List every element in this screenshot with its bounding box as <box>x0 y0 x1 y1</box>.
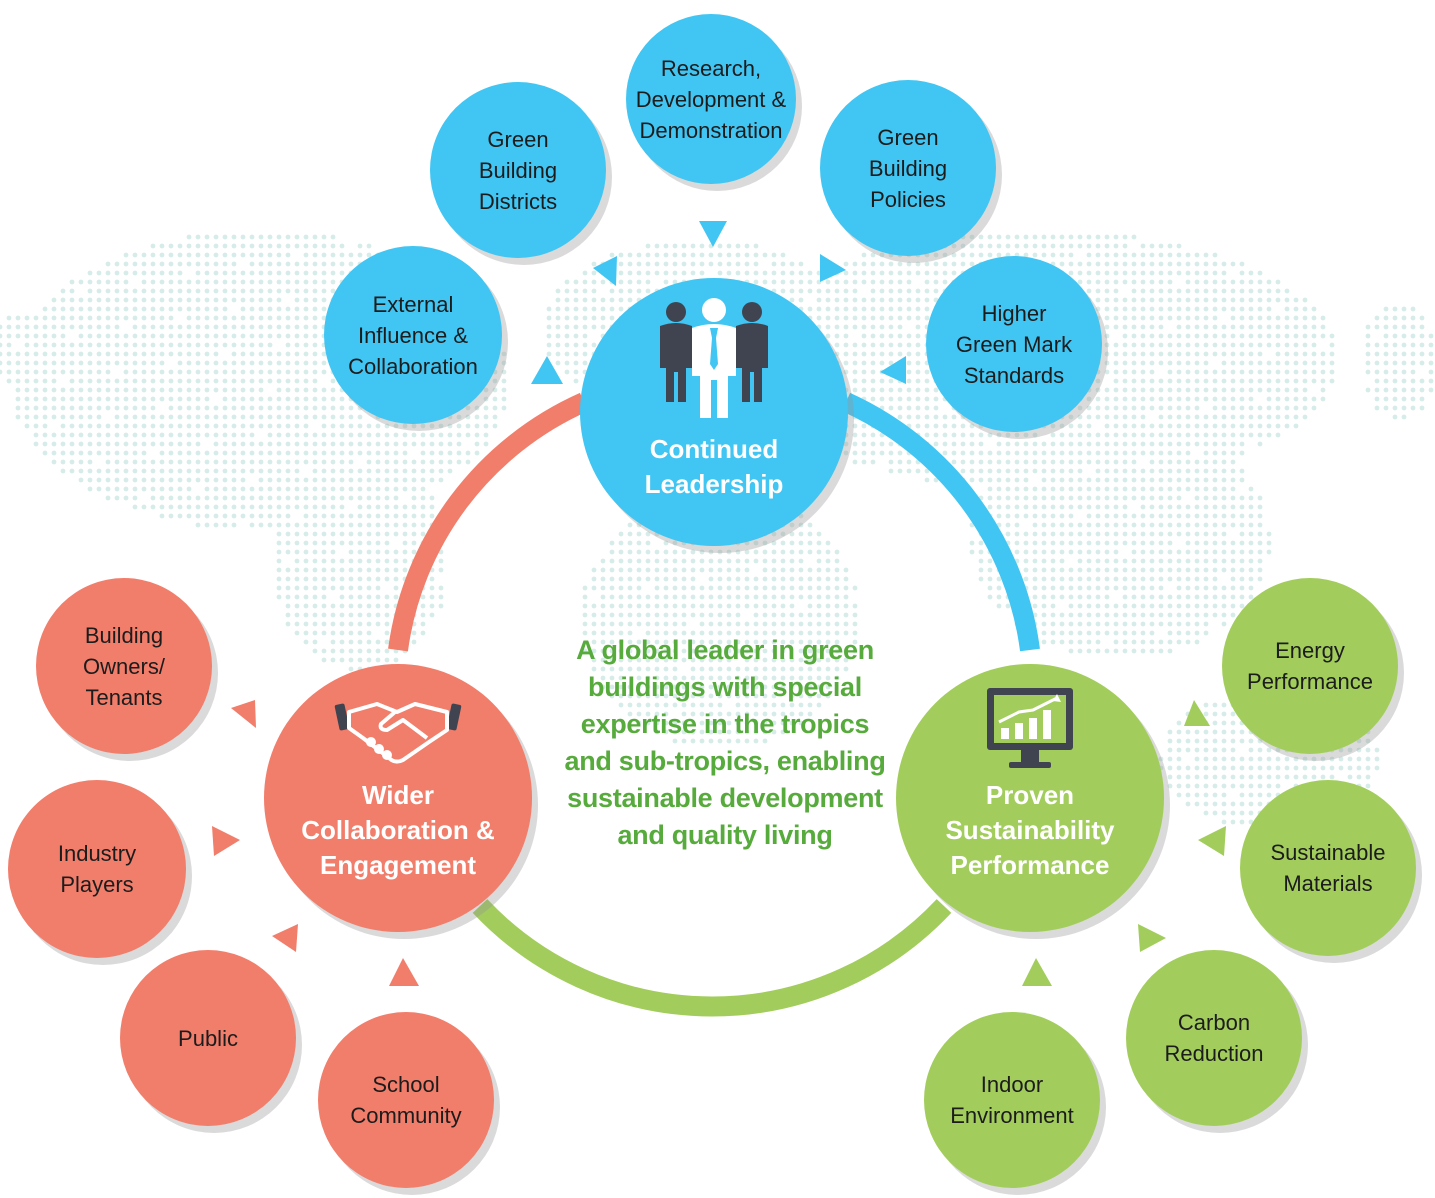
arrow-icon <box>1198 826 1226 856</box>
item-label: Energy Performance <box>1247 638 1373 694</box>
collaboration-item-industry: Industry Players <box>8 780 186 958</box>
item-label: Carbon Reduction <box>1164 1010 1264 1066</box>
arrow-icon <box>231 700 256 728</box>
collaboration-item-school: School Community <box>318 1012 494 1188</box>
item-label: Indoor Environment <box>950 1072 1074 1128</box>
hub-sustainability-label: Proven Sustainability Performance <box>945 780 1115 880</box>
arrow-icon <box>880 356 906 384</box>
hub-collaboration: Wider Collaboration & Engagement <box>264 664 532 932</box>
item-label: Public <box>178 1025 238 1051</box>
item-label: Research, Development & Demonstration <box>635 55 787 143</box>
item-label: Green Building Districts <box>478 126 558 214</box>
item-label: Green Building Policies <box>868 124 948 212</box>
sustainability-item-energy: Energy Performance <box>1222 578 1398 754</box>
arrow-icon <box>699 221 727 247</box>
item-label: School Community <box>350 1072 462 1128</box>
collaboration-item-owners: Building Owners/ Tenants <box>36 578 212 754</box>
handshake-icon <box>334 702 462 764</box>
arrow-icon <box>1138 924 1166 952</box>
item-label: Building Owners/ Tenants <box>83 622 165 710</box>
arrow-icon <box>593 256 617 286</box>
arrow-icon <box>212 826 240 856</box>
ring-arc-blue <box>841 392 1040 652</box>
item-label: External Influence & Collaboration <box>348 291 478 379</box>
leadership-item-standards: Higher Green Mark Standards <box>926 256 1102 432</box>
ring-arc-red <box>388 392 589 652</box>
arrow-icon <box>1022 958 1052 986</box>
leadership-item-external: External Influence & Collaboration <box>324 246 502 424</box>
arrow-icon <box>820 254 846 282</box>
item-label: Industry Players <box>57 841 137 897</box>
arrow-icon <box>531 356 563 384</box>
sustainability-item-indoor: Indoor Environment <box>924 1012 1100 1188</box>
item-label: Sustainable Materials <box>1270 840 1386 896</box>
hub-leadership: Continued Leadership <box>580 278 848 546</box>
monitor-bar-chart-icon <box>987 688 1073 768</box>
hub-leadership-label: Continued Leadership <box>644 434 784 499</box>
hub-collaboration-label: Wider Collaboration & Engagement <box>301 780 495 880</box>
arrow-icon <box>272 924 298 952</box>
arrow-icon <box>1184 700 1210 726</box>
hub-sustainability: Proven Sustainability Performance <box>896 664 1164 932</box>
sustainability-item-carbon: Carbon Reduction <box>1126 950 1302 1126</box>
ring-arc-green <box>472 899 952 1017</box>
leadership-item-research: Research, Development & Demonstration <box>626 14 796 184</box>
sustainability-item-materials: Sustainable Materials <box>1240 780 1416 956</box>
arrow-icon <box>389 958 419 986</box>
collaboration-item-public: Public <box>120 950 296 1126</box>
mission-statement: A global leader in green buildings with … <box>564 635 886 850</box>
item-label: Higher Green Mark Standards <box>955 300 1073 388</box>
leadership-item-policies: Green Building Policies <box>820 80 996 256</box>
leadership-item-districts: Green Building Districts <box>430 82 606 258</box>
business-team-icon <box>660 298 768 418</box>
